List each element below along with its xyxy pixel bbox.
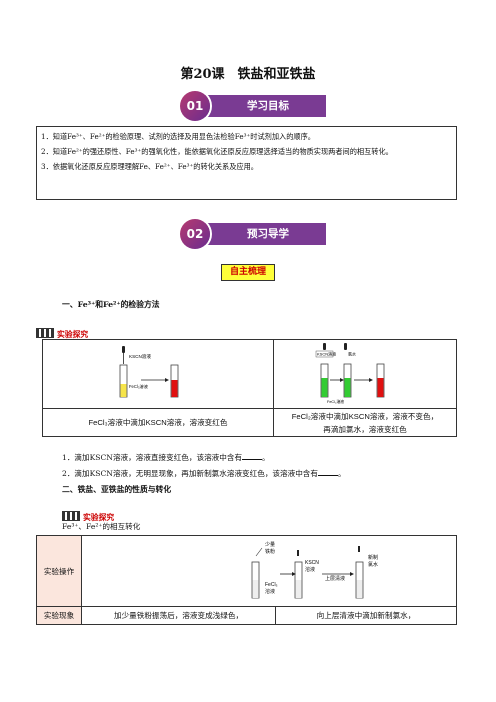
- conversion-table: 实验操作 少量 铁粉 FeCl₃ 溶液 KSCN 溶液 上层清液 新制 氯水: [36, 535, 457, 625]
- lab-icon: [36, 327, 54, 338]
- fig-text-d: 溶液: [265, 588, 275, 595]
- fig-text-b: 铁粉: [265, 548, 275, 555]
- banner-label: 预习导学: [198, 223, 326, 245]
- ksncn-fecl3-figure: KSCN溶液 FeCl₃溶液: [42, 339, 274, 409]
- detection-table: KSCN溶液 FeCl₃溶液 KSCN溶液 氯水: [42, 339, 457, 437]
- section-heading-2: 二、铁盐、亚铁盐的性质与转化: [62, 485, 172, 494]
- objectives-box: 1．知道Fe³⁺、Fe²⁺的检验原理、试剂的选择及用显色法检验Fe³⁺时试剂加入…: [36, 126, 457, 200]
- objective-1: 1．知道Fe³⁺、Fe²⁺的检验原理、试剂的选择及用显色法检验Fe³⁺时试剂加入…: [41, 132, 315, 141]
- conversion-figure: 少量 铁粉 FeCl₃ 溶液 KSCN 溶液 上层清液 新制 氯水: [81, 535, 457, 607]
- banner-label: 学习目标: [198, 95, 326, 117]
- self-study-tag: 自主梳理: [221, 264, 275, 281]
- subheading: Fe³⁺、Fe²⁺的相互转化: [62, 522, 141, 531]
- objective-3: 3．依据氧化还原反应原理理解Fe、Fe²⁺、Fe³⁺的转化关系及应用。: [41, 162, 258, 171]
- solution-label: FeCl₃溶液: [129, 383, 149, 390]
- phenomenon-1: 加少量铁粉振荡后，溶液变成浅绿色，: [81, 606, 276, 625]
- answer-blank: [242, 451, 263, 460]
- answer-blank: [317, 467, 338, 476]
- lab-label-2: 实验探究: [62, 505, 114, 524]
- banner-number: 02: [180, 219, 210, 249]
- reagent-label-1: KSCN溶液: [317, 351, 336, 357]
- reagent-label: KSCN溶液: [129, 353, 151, 360]
- page-title: 第20课 铁盐和亚铁盐: [180, 67, 316, 82]
- right-caption: FeCl₂溶液中滴加KSCN溶液，溶液不变色， 再滴加氯水，溶液变红色: [273, 408, 457, 437]
- fig-text-h: 新制: [368, 554, 378, 561]
- op-label: 实验操作: [36, 535, 82, 607]
- section-heading-1: 一、Fe³⁺和Fe²⁺的检验方法: [62, 300, 160, 309]
- question-2: 2．滴加KSCN溶液，无明显现象，再加新制氯水溶液变红色，该溶液中含有。: [62, 467, 346, 478]
- lab-label-1: 实验探究: [36, 322, 88, 341]
- ksncn-fecl2-figure: KSCN溶液 氯水 FeCl₂溶液: [273, 339, 457, 409]
- question-1: 1．滴加KSCN溶液，溶液直接变红色，该溶液中含有。: [62, 451, 270, 462]
- phenomenon-2: 向上层清液中滴加新制氯水，: [275, 606, 457, 625]
- left-caption: FeCl₃溶液中滴加KSCN溶液，溶液变红色: [42, 408, 274, 437]
- solution-label: FeCl₂溶液: [327, 399, 344, 404]
- lab-icon: [62, 510, 80, 521]
- objective-2: 2．知道Fe²⁺的强还原性、Fe³⁺的强氧化性，能依据氧化还原反应原理选择适当的…: [41, 147, 393, 156]
- fig-text-a: 少量: [265, 541, 275, 548]
- fig-text-i: 氯水: [368, 561, 378, 568]
- banner-number: 01: [180, 91, 210, 121]
- fig-text-g: 上层清液: [325, 575, 345, 582]
- fig-text-f: 溶液: [305, 566, 315, 573]
- phen-label: 实验现象: [36, 606, 82, 625]
- fig-text-c: FeCl₃: [265, 582, 278, 588]
- fig-text-e: KSCN: [305, 560, 319, 566]
- reagent-label-2: 氯水: [348, 351, 356, 357]
